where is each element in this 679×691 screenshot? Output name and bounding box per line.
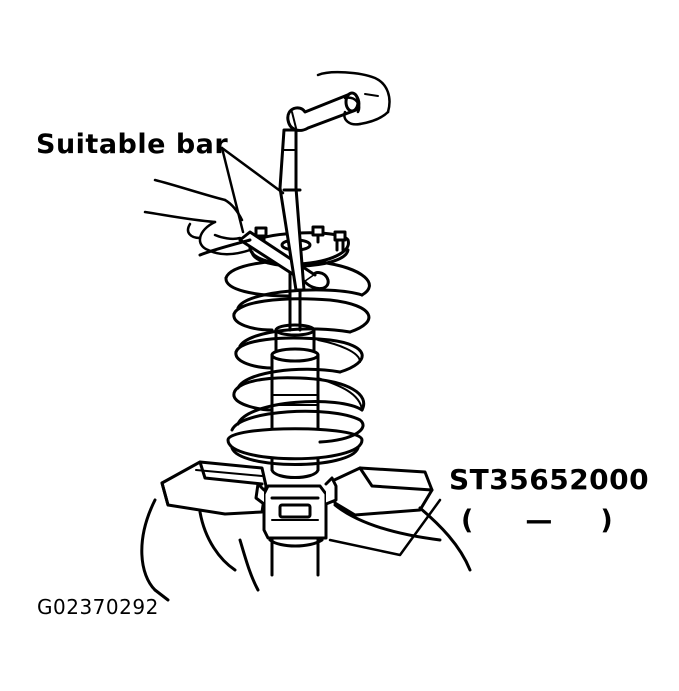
suitable-bar-leaders xyxy=(220,146,285,234)
figure-code-label: G02370292 xyxy=(37,595,159,619)
right-hand xyxy=(316,70,391,126)
alt-close-paren: ) xyxy=(600,505,613,536)
alt-dash: — xyxy=(525,505,553,536)
vise-body xyxy=(140,460,472,602)
special-tool-clamp xyxy=(254,476,442,557)
part-number-label: ST35652000 xyxy=(449,463,650,496)
left-hand xyxy=(143,178,252,256)
part-alt-number-label: ( —) xyxy=(461,507,613,534)
wrench-bar xyxy=(278,91,361,292)
suitable-bar-label: Suitable bar xyxy=(36,129,229,160)
alt-open-paren: ( xyxy=(461,505,474,536)
coil-spring xyxy=(224,259,371,466)
